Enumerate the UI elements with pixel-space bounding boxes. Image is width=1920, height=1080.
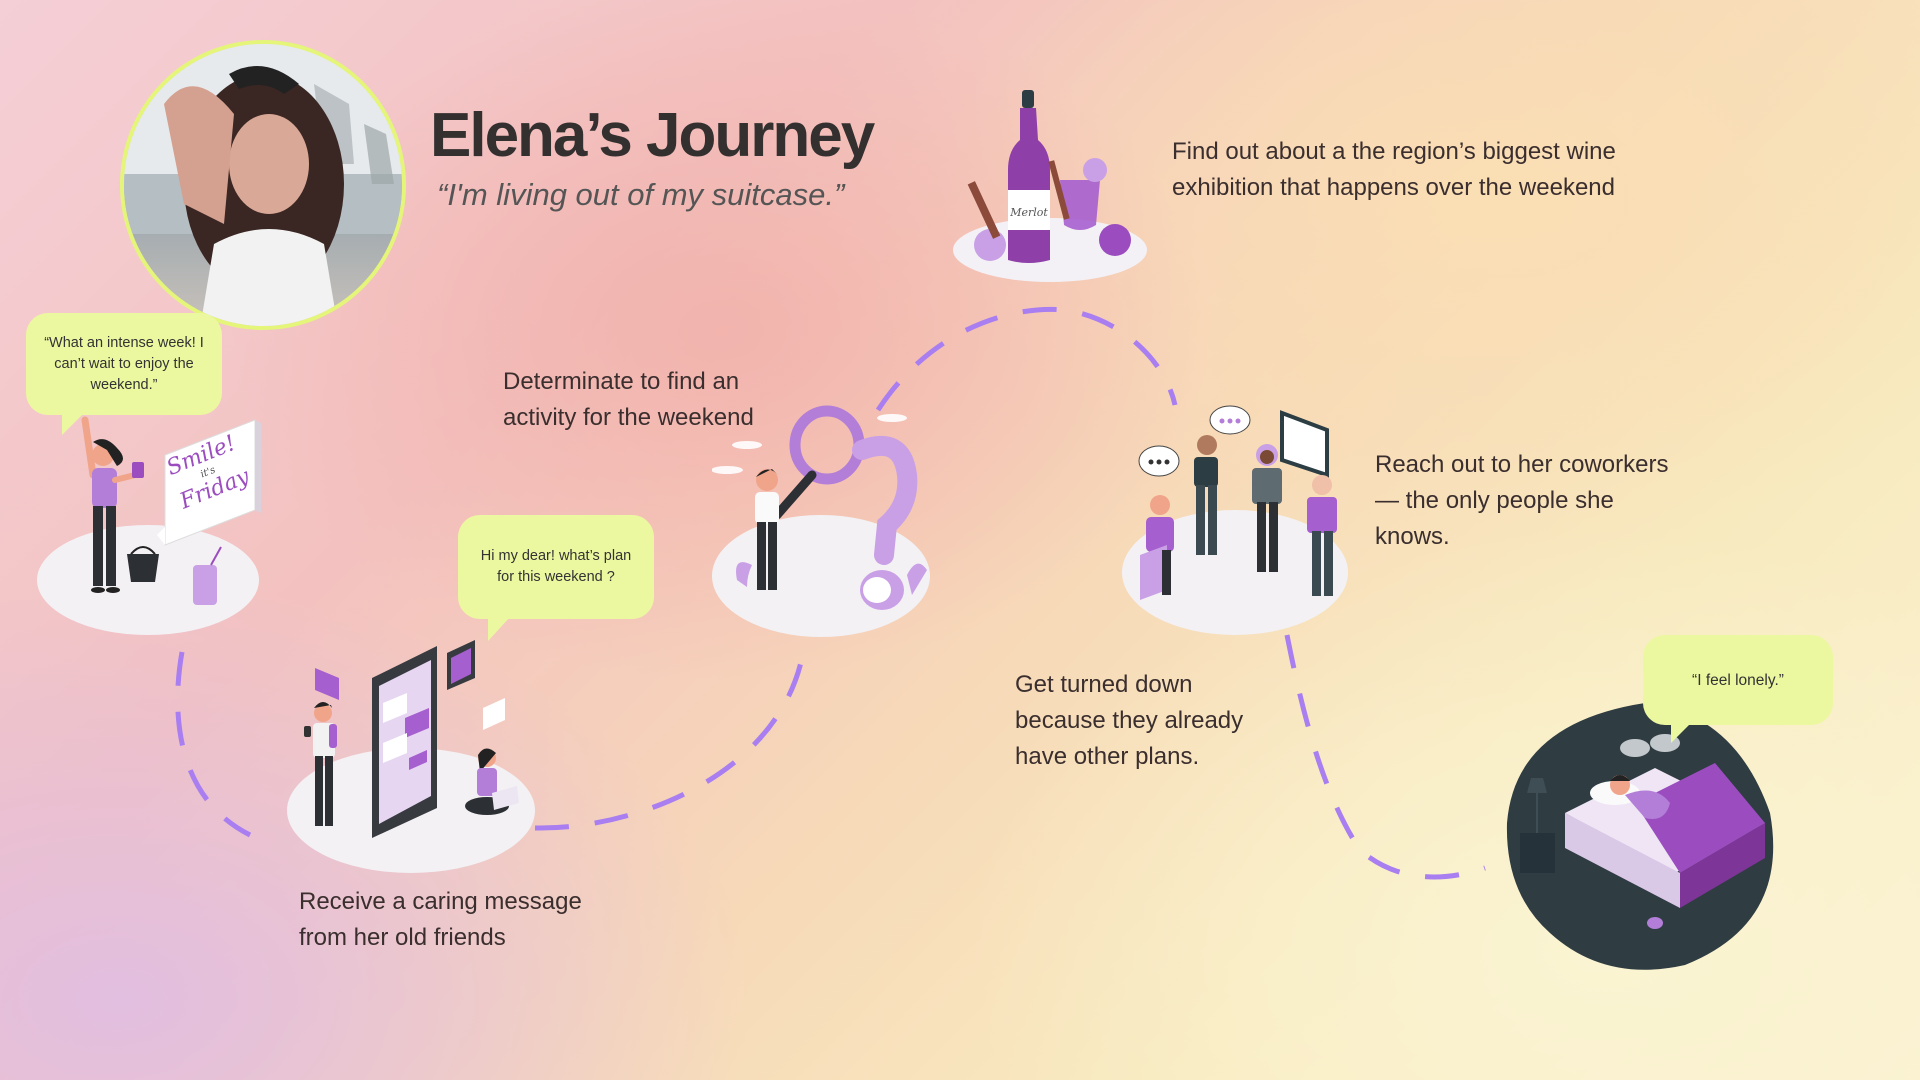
step-6-description: Get turned down because they already hav… bbox=[1015, 671, 1244, 770]
bubble-text: “I feel lonely.” bbox=[1692, 671, 1784, 689]
lonely-bed-icon bbox=[1506, 703, 1774, 970]
magnifier-question-icon bbox=[712, 405, 927, 610]
wine-label: Merlot bbox=[1009, 206, 1048, 219]
step-3-description: Determinate to find an activity for the … bbox=[503, 368, 754, 431]
bubble-text: Hi my dear! what’s plan for this weekend… bbox=[480, 548, 632, 585]
cocktail-glass-icon bbox=[193, 546, 222, 605]
woman-cheering-icon bbox=[81, 416, 144, 593]
path-segment-5-7 bbox=[1284, 634, 1486, 880]
illustration-mulled-wine: Merlot bbox=[950, 90, 1150, 285]
page-title: Elena’s Journey bbox=[430, 101, 875, 170]
avatar bbox=[120, 40, 406, 330]
step-5-description: Reach out to her coworkers — the only pe… bbox=[1375, 451, 1669, 550]
illustration-search bbox=[712, 405, 932, 640]
avatar-photo bbox=[124, 44, 402, 326]
illustration-chat bbox=[287, 638, 537, 878]
smartphone-chat-icon bbox=[304, 640, 519, 838]
step-4-description: Find out about a the region’s biggest wi… bbox=[1172, 138, 1616, 201]
speech-bubble-lonely: “I feel lonely.” bbox=[1643, 635, 1833, 743]
wine-bottle-icon: Merlot bbox=[953, 90, 1147, 282]
path-segment-2-3 bbox=[534, 639, 808, 831]
handbag-icon bbox=[127, 546, 159, 582]
bubble-text: “What an intense week! I can’t wait to e… bbox=[44, 334, 204, 393]
illustration-lonely-bed bbox=[1505, 703, 1780, 973]
path-segment-1-2 bbox=[175, 651, 252, 838]
coworkers-group-icon bbox=[1138, 405, 1337, 600]
illustration-friday: Smile! it's Friday bbox=[35, 415, 265, 645]
illustration-coworkers bbox=[1122, 405, 1352, 637]
path-segment-3-4 bbox=[875, 306, 1178, 412]
speech-bubble-friday: “What an intense week! I can’t wait to e… bbox=[26, 313, 222, 435]
step-2-description: Receive a caring message from her old fr… bbox=[299, 888, 582, 951]
smile-friday-sign-icon bbox=[157, 419, 261, 546]
speech-bubble-message: Hi my dear! what’s plan for this weekend… bbox=[458, 515, 654, 641]
persona-quote: “I'm living out of my suitcase.” bbox=[437, 177, 845, 212]
